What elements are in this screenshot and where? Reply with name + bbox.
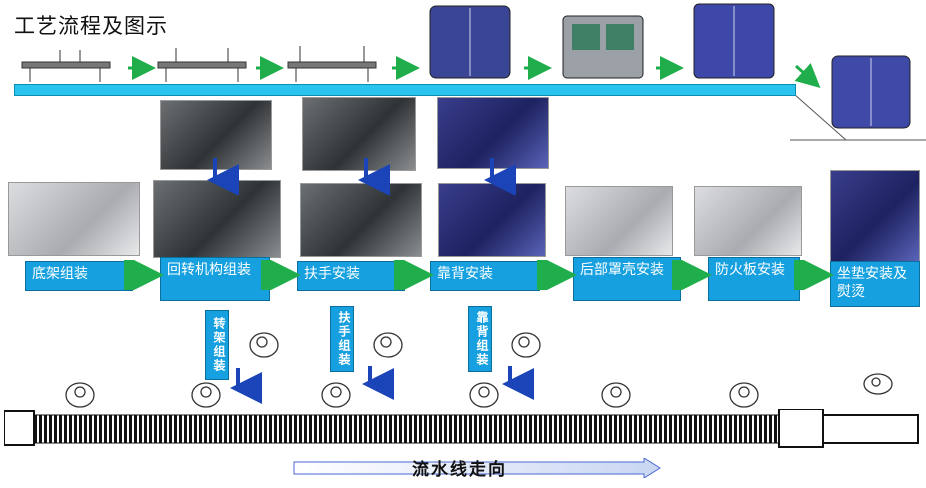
photo-step-4: [438, 183, 546, 257]
step-box-rear-shell: 后部罩壳安装: [573, 257, 681, 301]
assembly-stages-illustration: [21, 3, 926, 141]
step-box-fireboard: 防火板安装: [708, 257, 800, 301]
step-box-cushion: 坐垫安装及熨烫: [830, 261, 920, 307]
worker-icon-4: [469, 382, 499, 408]
workers-layer: [65, 332, 893, 408]
photo-step-3: [300, 183, 422, 257]
process-arrows: [124, 260, 834, 290]
stage-seat-fireboard: [693, 3, 775, 79]
conveyor-belt: [4, 409, 919, 448]
worker-icon-1: [65, 382, 95, 408]
stage-frame-2: [157, 48, 247, 82]
sub-box-armrest: 扶手组装: [330, 306, 354, 372]
step-box-armrest: 扶手安装: [297, 261, 405, 291]
sub-box-swivel: 转架组装: [205, 310, 229, 380]
flow-direction-arrow: [293, 458, 661, 478]
feed-arrows: [207, 158, 516, 195]
photo-step-1: [8, 182, 140, 256]
production-line-bar: [14, 84, 796, 96]
step-box-chassis: 底架组装: [25, 261, 133, 291]
page-title: 工艺流程及图示: [14, 14, 168, 38]
worker-icon-6: [729, 382, 759, 408]
worker-icon-sub-2: [373, 332, 403, 358]
flow-direction-label: 流水线走向: [412, 460, 507, 480]
photo-backrest-subassembly: [437, 97, 549, 169]
photo-step-7: [830, 170, 920, 262]
photo-armrest-subassembly: [302, 97, 416, 171]
worker-icon-end: [863, 373, 893, 395]
stage-seat-backrest: [429, 5, 511, 79]
stage-frame-1: [21, 50, 111, 82]
stage-seat-rear-shell: [562, 15, 644, 79]
worker-icon-sub-3: [511, 332, 541, 358]
worker-icon-3: [321, 382, 351, 408]
sub-box-backrest: 靠背组装: [468, 306, 492, 372]
stage-seat-finished: [831, 55, 911, 129]
photo-step-6: [694, 186, 802, 256]
step-box-backrest: 靠背安装: [430, 261, 540, 291]
stage-frame-3: [287, 46, 377, 82]
worker-icon-2: [191, 382, 221, 408]
step-box-rotary: 回转机构组装: [160, 257, 270, 301]
photo-step-5: [565, 186, 673, 256]
worker-icon-5: [601, 382, 631, 408]
worker-icon-sub-1: [249, 332, 279, 358]
